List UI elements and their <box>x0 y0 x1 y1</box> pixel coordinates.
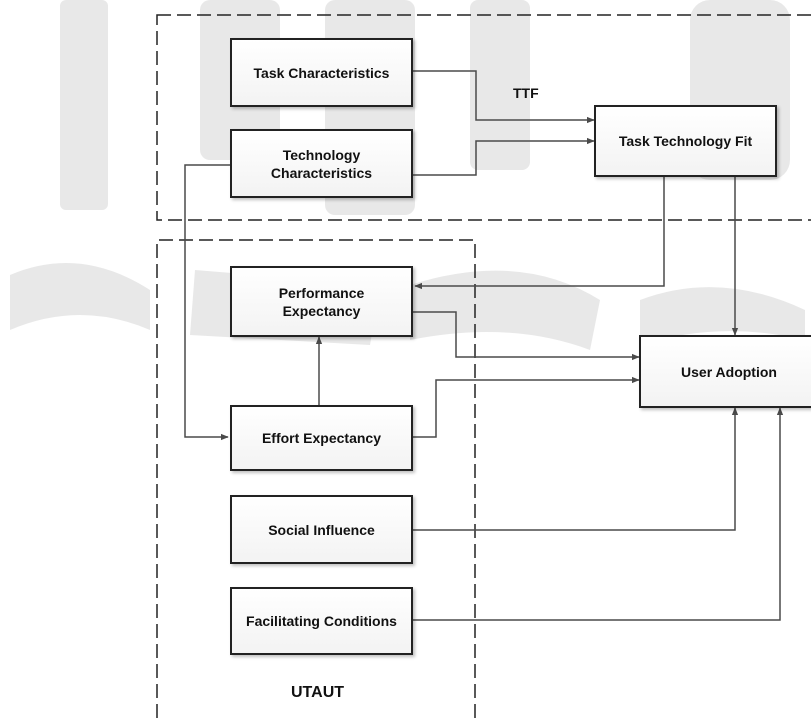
edge-facilitating-to-adoption <box>413 408 780 620</box>
node-social-influence: Social Influence <box>230 495 413 564</box>
edge-task-to-ttf <box>413 71 594 120</box>
ttf-group-label: TTF <box>513 85 539 101</box>
edge-tech-to-ttf <box>413 141 594 175</box>
node-user-adoption: User Adoption <box>639 335 811 408</box>
edge-ttf-to-performance <box>415 177 664 286</box>
edge-tech-to-effort <box>185 165 230 437</box>
utaut-group-label: UTAUT <box>291 684 344 702</box>
node-performance-expectancy: Performance Expectancy <box>230 266 413 337</box>
node-effort-expectancy: Effort Expectancy <box>230 405 413 471</box>
node-technology-characteristics: Technology Characteristics <box>230 129 413 198</box>
edge-performance-to-adoption <box>413 312 639 357</box>
node-task-characteristics: Task Characteristics <box>230 38 413 107</box>
edge-social-to-adoption <box>413 408 735 530</box>
edge-effort-to-adoption <box>413 380 639 437</box>
node-facilitating-conditions: Facilitating Conditions <box>230 587 413 655</box>
node-task-technology-fit: Task Technology Fit <box>594 105 777 177</box>
